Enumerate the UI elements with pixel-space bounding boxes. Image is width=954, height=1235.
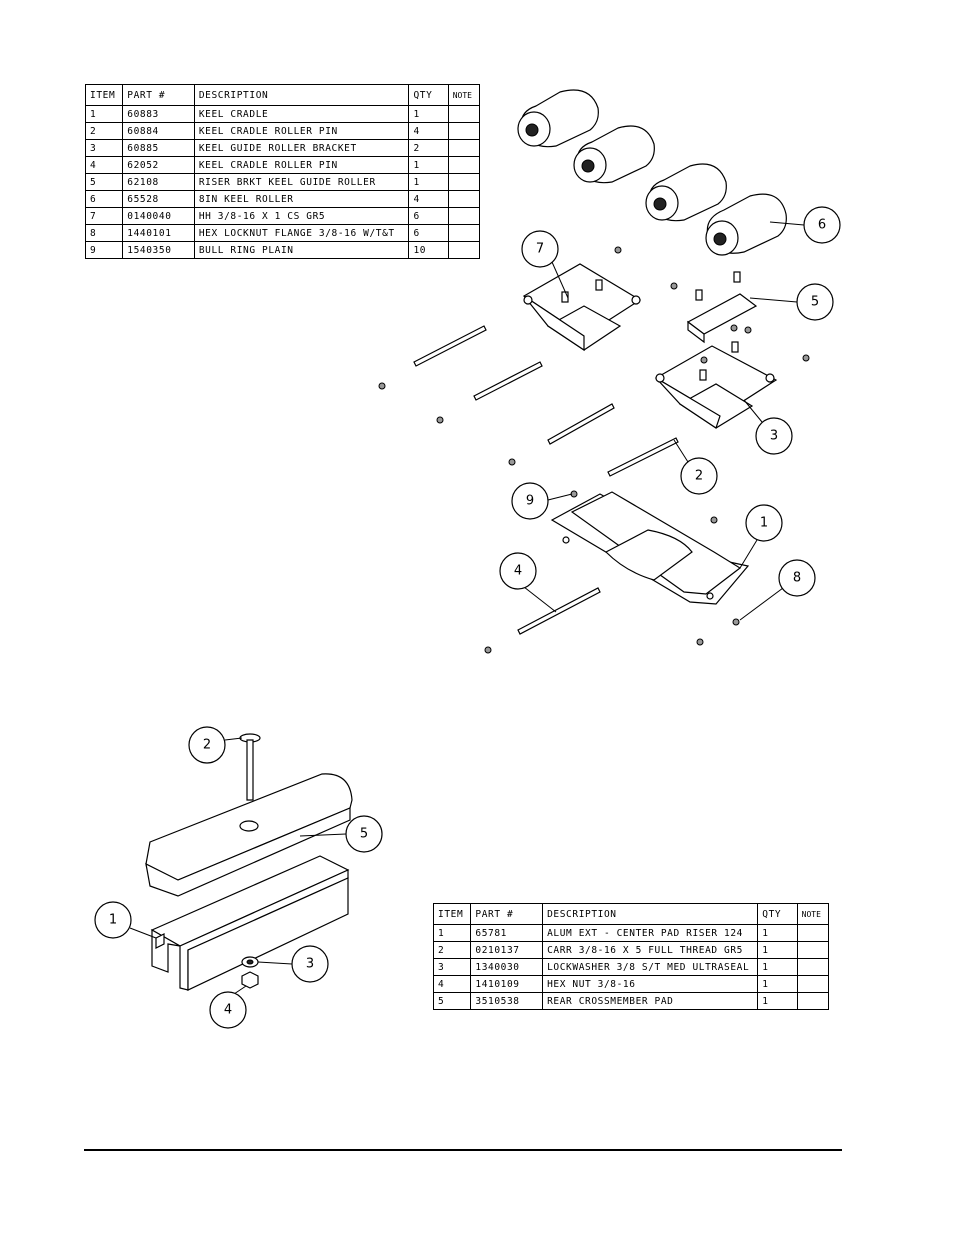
cell-item-number: 9 [84,241,124,259]
callout-item-3: 3 [743,399,793,455]
callout-item-5: 5 [749,283,834,321]
keel-guide-roller-bracket [522,263,642,352]
callouts-keel-cradle: 7 6 5 3 2 9 1 8 [499,206,841,621]
keel-roller [573,125,655,184]
keel-rollers [517,89,787,256]
svg-text:3: 3 [306,957,314,972]
keel-guide-roller-bracket [654,341,778,429]
riser-bracket [686,271,758,344]
callout-item-3: 3 [257,945,329,983]
svg-text:2: 2 [695,469,703,484]
svg-text:1: 1 [760,516,768,531]
svg-text:9: 9 [526,494,534,509]
cell-description: REAR CROSSMEMBER PAD [542,992,759,1010]
callout-item-1: 1 [739,504,783,569]
hardware-nuts-and-bolts [378,246,810,654]
footer-rule [84,1149,842,1151]
svg-text:7: 7 [536,242,544,257]
callout-item-9: 9 [511,482,573,520]
svg-text:5: 5 [811,295,819,310]
svg-text:5: 5 [360,827,368,842]
cell-note [447,241,481,259]
cell-item-number: 7 [84,207,124,225]
keel-roller [705,193,787,256]
svg-text:8: 8 [793,571,801,586]
cell-note [796,992,830,1010]
table-header-row: ITEM PART # DESCRIPTION QTY NOTE [84,84,481,106]
callout-item-5: 5 [299,815,383,853]
header-note: NOTE [447,84,481,106]
keel-roller [645,163,727,222]
svg-text:4: 4 [514,564,522,579]
cell-quantity: 10 [408,241,449,259]
hex-nut [241,971,259,989]
roller-pins [413,325,679,635]
carriage-bolt [239,733,261,801]
callout-item-8: 8 [739,559,816,621]
callout-item-2: 2 [188,726,243,764]
svg-text:3: 3 [770,429,778,444]
callout-item-1: 1 [94,901,157,939]
svg-text:4: 4 [224,1003,232,1018]
callouts-center-pad-riser: 2 5 1 3 4 [94,726,383,1029]
cell-item-number: 3 [432,958,472,976]
lockwasher [241,956,259,968]
keel-roller [517,89,599,148]
keel-cradle [550,491,750,605]
callout-item-4: 4 [209,985,247,1029]
svg-text:1: 1 [109,913,117,928]
callout-item-2: 2 [673,439,718,495]
svg-text:6: 6 [818,218,826,233]
cell-item-number: 5 [432,992,472,1010]
cell-part-number: 3510538 [470,992,544,1010]
rear-crossmember-pad [145,773,353,897]
center-pad-riser-extrusion [150,855,350,991]
callout-item-4: 4 [499,552,557,613]
svg-text:2: 2 [203,738,211,753]
callout-item-6: 6 [769,206,841,244]
callout-item-7: 7 [521,230,569,299]
